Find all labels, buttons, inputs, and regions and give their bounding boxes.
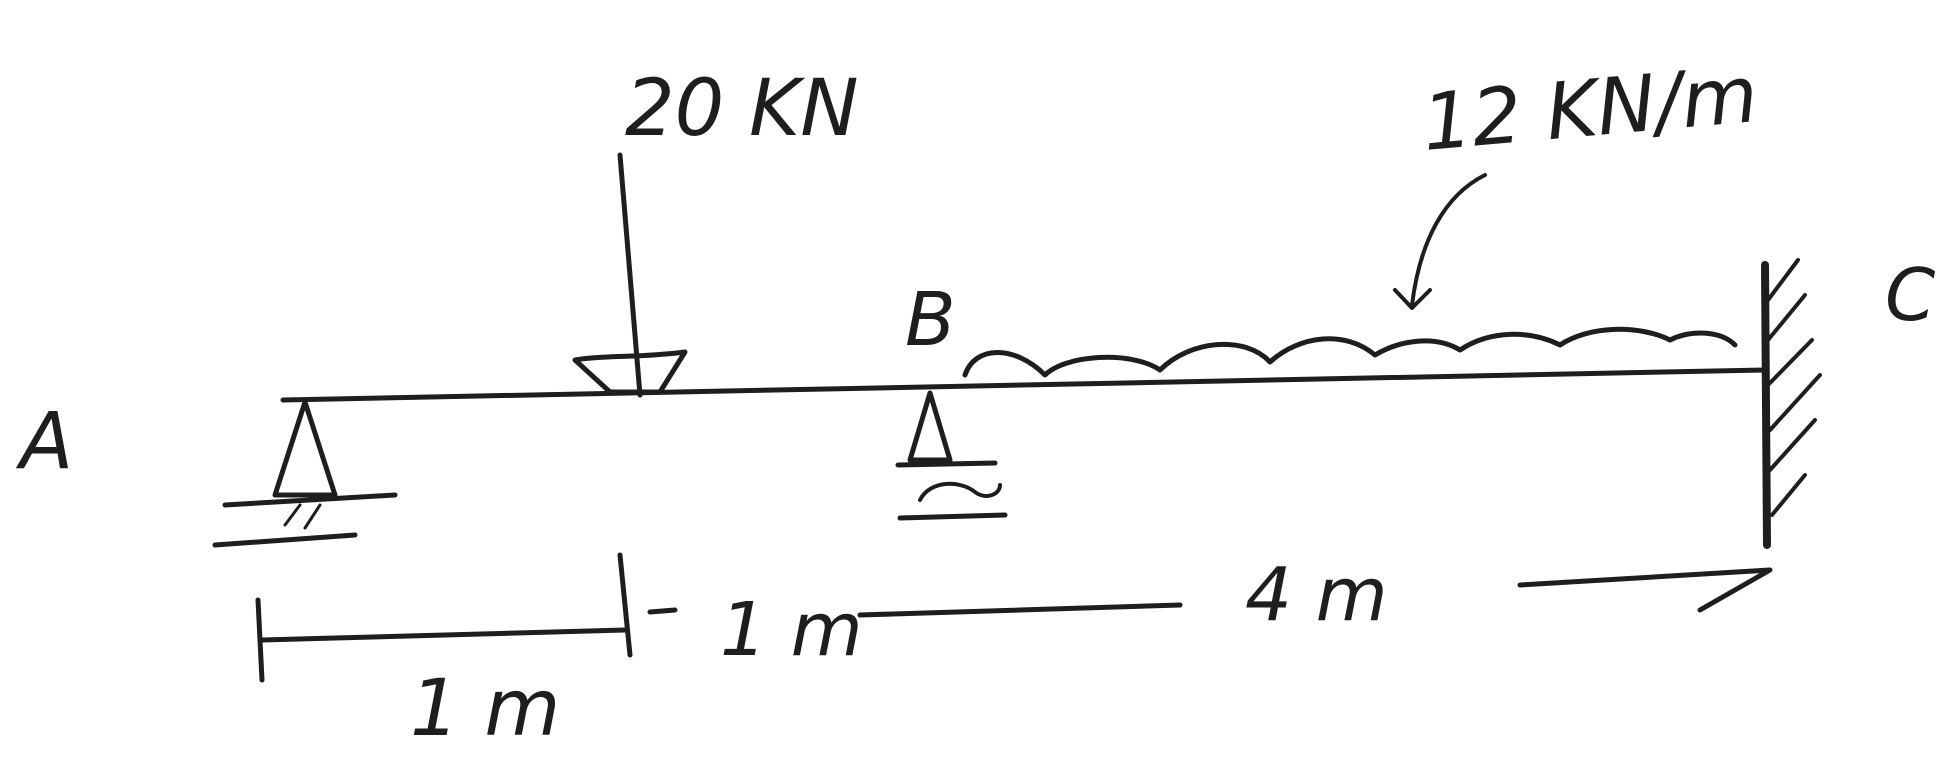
beam — [280, 367, 1768, 403]
span-ab-label: 1 m — [410, 664, 560, 754]
dimension-lines — [255, 552, 1773, 683]
span-c-label: 4 m — [1245, 552, 1388, 638]
point-load-arrow — [572, 152, 688, 398]
point-a-label: A — [15, 397, 73, 487]
point-load-label: 20 KN — [625, 64, 859, 154]
fixed-support — [1761, 258, 1822, 549]
roller-support-b — [895, 390, 1008, 521]
pin-support-left — [212, 399, 398, 548]
point-b-label: B — [905, 277, 956, 363]
distributed-load-label: 12 KN/m — [1419, 50, 1761, 169]
distributed-load-curve — [962, 326, 1738, 378]
span-bc-label: 1 m — [720, 587, 863, 673]
point-c-label: C — [1885, 253, 1936, 337]
distributed-load-leader — [1393, 173, 1487, 310]
